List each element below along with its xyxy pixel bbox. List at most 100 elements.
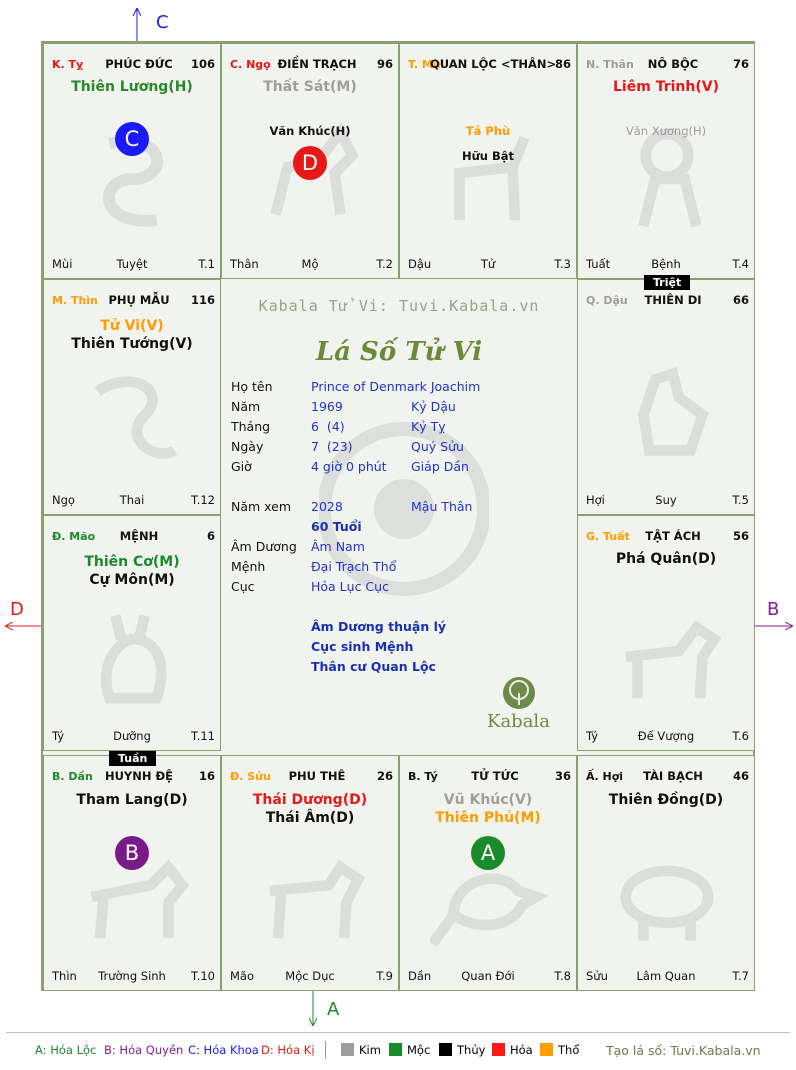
- cell-phu-mau[interactable]: M. Thìn PHỤ MẪU 116 Tử Vi(V) Thiên Tướng…: [43, 279, 221, 515]
- cell-branch: G. Tuất: [586, 530, 630, 543]
- cell-branch: N. Thân: [586, 58, 634, 71]
- value-menh: Đại Trạch Thổ: [311, 559, 397, 574]
- label-menh: Mệnh: [231, 559, 266, 574]
- cell-house: TÀI BẠCH: [643, 769, 703, 783]
- legend-moc: Mộc: [389, 1043, 430, 1057]
- legend-hoa: Hỏa: [492, 1043, 533, 1057]
- cell-bottom-left: Thân: [230, 257, 259, 271]
- legend-hoa-label: Hỏa: [510, 1043, 533, 1057]
- star-main: Tham Lang(D): [76, 792, 188, 808]
- value-month: 6 (4): [311, 419, 345, 434]
- cell-menh[interactable]: Đ. Mão MỆNH 6 Thiên Cơ(M) Cự Môn(M) Tý D…: [43, 515, 221, 751]
- goat-icon: [454, 135, 530, 221]
- legend-site-link[interactable]: Tạo lá số: Tuvi.Kabala.vn: [606, 1043, 761, 1058]
- cell-bottom-left: Mùi: [52, 257, 73, 271]
- label-name: Họ tên: [231, 379, 273, 394]
- cell-bottom-right: T.1: [198, 257, 215, 271]
- value-hour-cc: Giáp Dần: [411, 459, 469, 474]
- value-day-cc: Quý Sửu: [411, 439, 464, 454]
- cell-tat-ach[interactable]: G. Tuất TẬT ÁCH 56 Phá Quân(D) Tý Đế Vượ…: [577, 515, 755, 751]
- cell-bottom-right: T.7: [732, 969, 749, 983]
- cell-house: PHU THÊ: [288, 769, 346, 783]
- cell-number: 116: [190, 293, 215, 307]
- value-view-year-cc: Mậu Thân: [411, 499, 473, 514]
- cell-no-boc[interactable]: N. Thân NÔ BỘC 76 Liêm Trinh(V) Văn Xươn…: [577, 43, 755, 279]
- cell-tai-bach[interactable]: Ấ. Hợi TÀI BẠCH 46 Thiên Đồng(D) Sửu Lâm…: [577, 755, 755, 991]
- value-hour: 4 giờ 0 phút: [311, 459, 387, 474]
- legend-kim: Kim: [341, 1043, 381, 1057]
- cell-bottom-center: Lâm Quan: [636, 969, 696, 983]
- cell-bottom-center: Suy: [655, 493, 677, 507]
- cell-branch: K. Tỵ: [52, 58, 84, 71]
- cell-huynh-de[interactable]: B. Dần HUYNH ĐỆ 16 Tham Lang(D) B Thìn T…: [43, 755, 221, 991]
- cell-bottom-left: Hợi: [586, 493, 605, 507]
- value-amduong: Âm Nam: [311, 539, 365, 554]
- cell-bottom-left: Dậu: [408, 257, 432, 271]
- center-panel: Kabala Tử Vi: Tuvi.Kabala.vn Lá Số Tử Vi…: [221, 279, 577, 755]
- cell-bottom-right: T.6: [732, 729, 749, 743]
- cell-bottom-center: Dưỡng: [113, 729, 151, 743]
- cell-number: 76: [732, 57, 749, 71]
- cell-number: 96: [376, 57, 393, 71]
- cell-branch: B. Tý: [408, 770, 438, 783]
- star-minor: Văn Xương(H): [625, 124, 707, 138]
- rooster-icon: [637, 366, 709, 456]
- arrow-label-top: C: [156, 12, 169, 33]
- legend-tho-label: Thổ: [558, 1043, 580, 1057]
- cell-bottom-right: T.3: [554, 257, 571, 271]
- cell-bottom-center: Quan Đới: [461, 969, 515, 983]
- cell-branch: Đ. Mão: [52, 530, 96, 543]
- tuvi-chart: Kabala Tử Vi: Tuvi.Kabala.vn Lá Số Tử Vi…: [41, 41, 755, 991]
- label-hour: Giờ: [231, 459, 252, 474]
- star-main-2: Cự Môn(M): [89, 572, 175, 588]
- cell-phuc-duc[interactable]: K. Tỵ PHÚC ĐỨC 106 Thiên Lương(H) C Mùi …: [43, 43, 221, 279]
- cell-bottom-right: T.4: [732, 257, 749, 271]
- cell-house: NÔ BỘC: [647, 57, 699, 71]
- value-name: Prince of Denmark Joachim: [311, 379, 481, 394]
- hoa-ki-marker: D: [293, 146, 327, 180]
- cell-thien-di[interactable]: Q. Dậu THIÊN DI 66 Hợi Suy T.5: [577, 279, 755, 515]
- label-cuc: Cục: [231, 579, 255, 594]
- cell-bottom-center: Tuyệt: [116, 257, 148, 271]
- value-age: 60 Tuổi: [311, 519, 362, 534]
- star-minor-1: Tả Phù: [465, 124, 511, 138]
- cell-branch: Đ. Sửu: [230, 770, 271, 783]
- cell-house: TẬT ÁCH: [645, 529, 701, 543]
- legend-divider: [6, 1032, 790, 1033]
- legend-moc-label: Mộc: [407, 1043, 431, 1057]
- star-minor-2: Hữu Bật: [461, 149, 515, 163]
- moc-swatch-icon: [389, 1043, 402, 1056]
- cell-phu-the[interactable]: Đ. Sửu PHU THÊ 26 Thái Dương(D) Thái Âm(…: [221, 755, 399, 991]
- hoa-quyen-marker: B: [115, 836, 149, 870]
- cell-bottom-center: Mộ: [301, 257, 319, 271]
- arrow-label-left: D: [10, 599, 24, 620]
- label-year: Năm: [231, 399, 261, 414]
- star-main-2: Thiên Phủ(M): [435, 810, 541, 826]
- cell-number: 36: [554, 769, 571, 783]
- cell-bottom-right: T.11: [191, 729, 215, 743]
- label-amduong: Âm Dương: [231, 539, 297, 554]
- cell-number: 56: [732, 529, 749, 543]
- cell-house: PHÚC ĐỨC: [105, 57, 173, 71]
- cell-dien-trach[interactable]: C. Ngọ ĐIỀN TRẠCH 96 Thất Sát(M) Văn Khú…: [221, 43, 399, 279]
- cell-tu-tuc[interactable]: B. Tý TỬ TỨC 36 Vũ Khúc(V) Thiên Phủ(M) …: [399, 755, 577, 991]
- star-minor: Văn Khúc(H): [269, 124, 351, 138]
- triet-tag: Triệt: [644, 275, 691, 290]
- cat-icon: [100, 614, 167, 704]
- cell-bottom-left: Tuất: [586, 257, 611, 271]
- cell-bottom-left: Ngọ: [52, 493, 75, 507]
- cell-bottom-right: T.9: [376, 969, 393, 983]
- legend-kim-label: Kim: [359, 1043, 381, 1057]
- star-main-1: Thiên Cơ(M): [84, 554, 180, 570]
- cell-bottom-left: Tý: [52, 729, 65, 743]
- cell-bottom-left: Sửu: [586, 969, 608, 983]
- tho-swatch-icon: [540, 1043, 553, 1056]
- cell-quan-loc[interactable]: T. Mùi QUAN LỘC <THÂN> 86 Tả Phù Hữu Bật…: [399, 43, 577, 279]
- cell-bottom-left: Tý: [586, 729, 599, 743]
- ox-icon: [269, 860, 366, 939]
- legend-hoa-loc: A: Hóa Lộc: [35, 1043, 97, 1057]
- cell-number: 16: [198, 769, 215, 783]
- star-main-1: Tử Vi(V): [100, 318, 164, 334]
- value-view-year: 2028: [311, 499, 343, 514]
- value-day: 7 (23): [311, 439, 353, 454]
